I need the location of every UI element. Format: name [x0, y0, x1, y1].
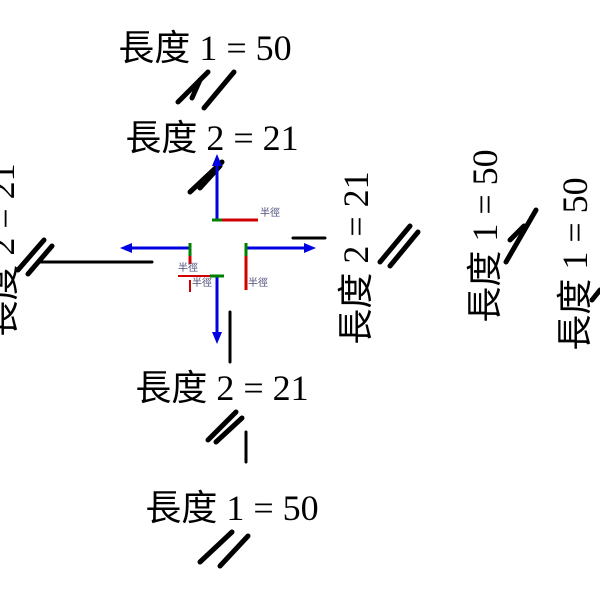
dimension-label[interactable]: 長度 1 = 50: [465, 149, 505, 323]
radius-label: 半徑: [178, 263, 198, 274]
dimension-label[interactable]: 長度 1 = 50: [145, 488, 319, 528]
dimension-label[interactable]: 長度 2 = 21: [336, 171, 376, 345]
dimension-label[interactable]: 長度 2 = 21: [135, 368, 309, 408]
dimension-label[interactable]: 長度 2 = 21: [0, 163, 22, 337]
radius-label: 半徑: [260, 208, 280, 219]
dimension-label[interactable]: 長度 1 = 50: [118, 28, 292, 68]
radius-label: 半徑: [192, 278, 212, 289]
radius-label: 半徑: [248, 278, 268, 289]
dimension-label[interactable]: 長度 2 = 21: [125, 118, 299, 158]
dimension-label[interactable]: 長度 1 = 50: [555, 177, 595, 351]
tick-marks: [15, 69, 600, 569]
